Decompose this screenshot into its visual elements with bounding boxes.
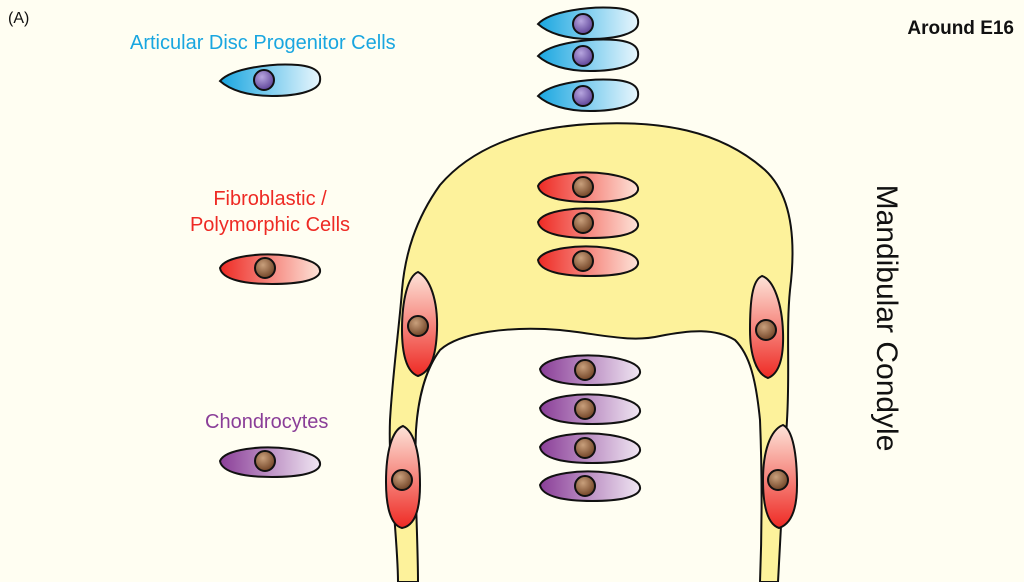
legend-fibroblastic-label: Fibroblastic / Polymorphic Cells: [180, 186, 360, 238]
chondrocyte-legend: [218, 446, 322, 479]
legend-chondrocytes-label: Chondrocytes: [205, 411, 329, 433]
fibroblastic-cell-edge-right-upper: [748, 274, 785, 380]
fibroblastic-cell-stack: [536, 171, 640, 278]
chondrocyte-stack: [538, 354, 642, 503]
structure-label: Mandibular Condyle: [870, 184, 903, 452]
legend-fibroblastic-line1: Fibroblastic /: [213, 188, 327, 210]
legend-fibroblastic-line2: Polymorphic Cells: [189, 214, 351, 236]
panel-label: (A): [8, 10, 30, 27]
legend-progenitor-label: Articular Disc Progenitor Cells: [130, 32, 396, 54]
progenitor-cell-legend: [218, 63, 322, 98]
fibroblastic-cell-edge-right-lower: [761, 423, 799, 530]
fibroblastic-cell-edge-left-lower: [384, 424, 422, 530]
fibroblastic-cell-legend: [218, 253, 322, 286]
fibroblastic-cell-edge-left-upper: [400, 270, 439, 378]
progenitor-cell-stack: [536, 6, 640, 113]
stage-label: Around E16: [907, 18, 1014, 39]
